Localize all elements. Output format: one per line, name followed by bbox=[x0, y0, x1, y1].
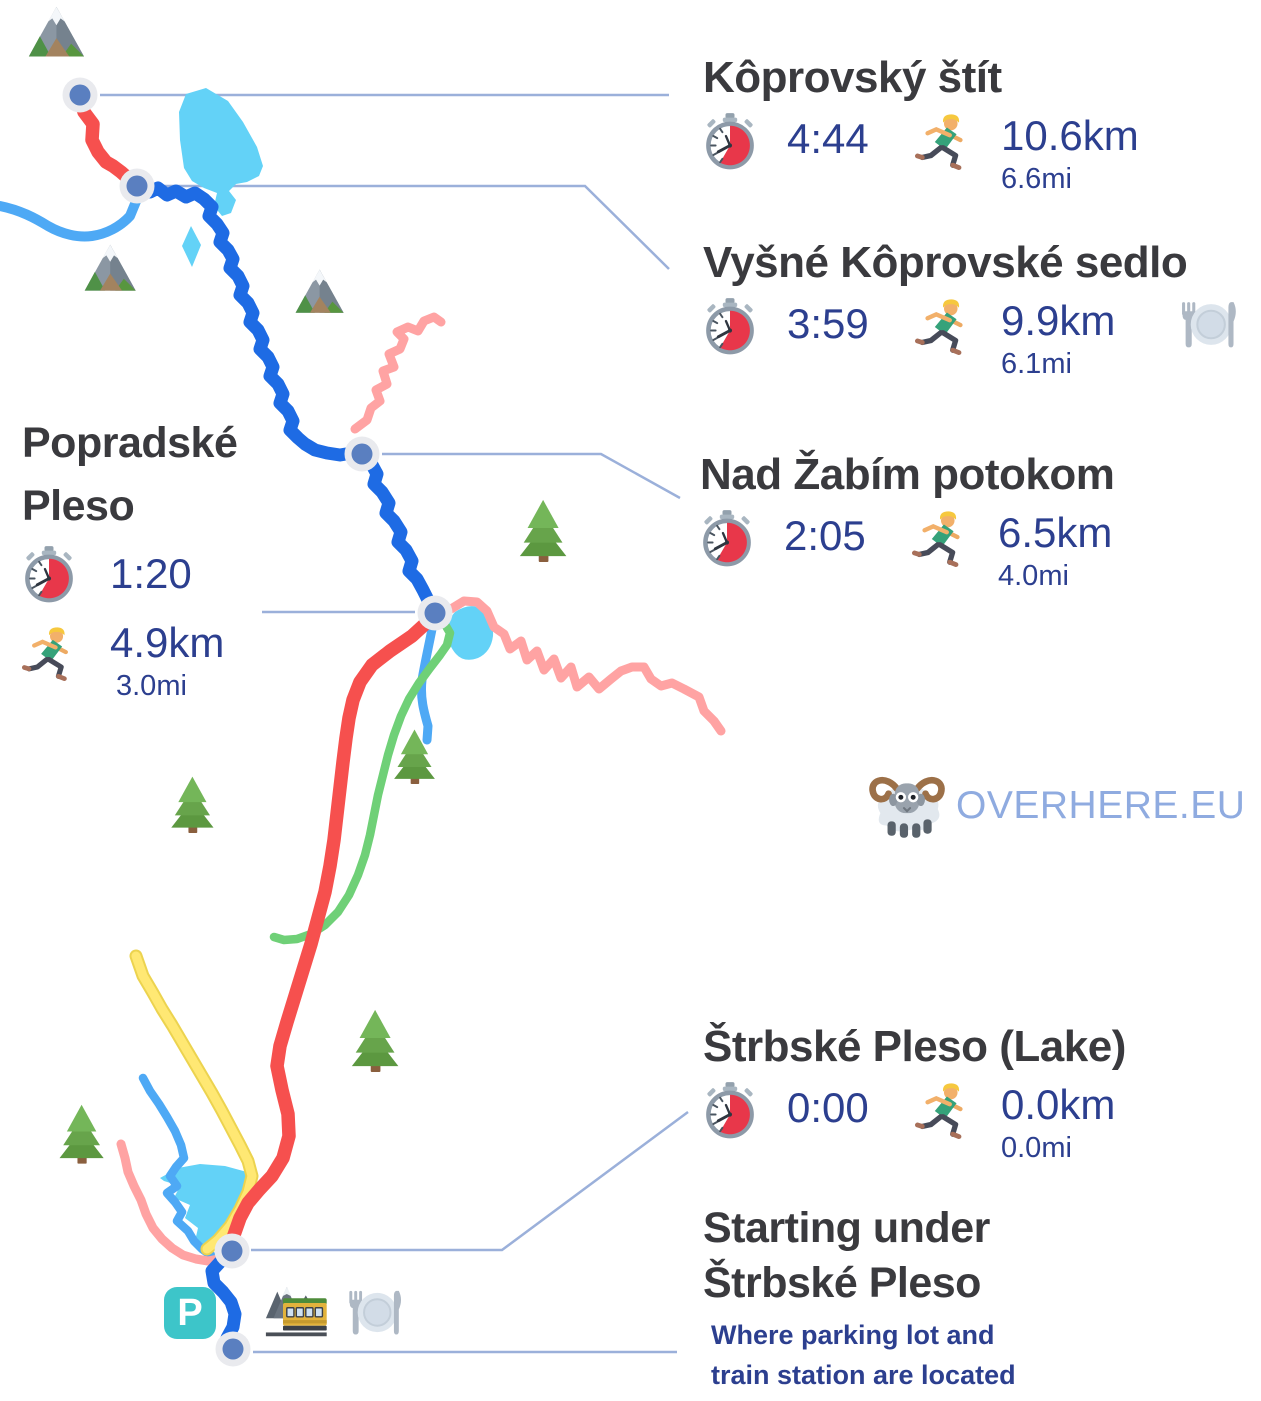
runner-icon bbox=[915, 1080, 973, 1140]
waypoint-title: Kôprovský štít bbox=[703, 53, 1002, 102]
waypoint-marker-strbske-pleso-lake bbox=[214, 1233, 250, 1269]
lake-pond-small bbox=[182, 226, 201, 267]
lake-upper bbox=[179, 88, 263, 216]
waypoint-time: 1:20 bbox=[110, 550, 192, 598]
waypoint-label-popradske-pleso: Popradské Pleso 1:20 4.9km 3.0mi bbox=[22, 412, 238, 704]
mountain-icon bbox=[28, 6, 85, 57]
waypoint-marker-koprovsky-stit bbox=[62, 77, 98, 113]
waypoint-label-koprovsky-stit: Kôprovský štít 4:44 10.6km 6.6mi bbox=[703, 53, 1139, 196]
waypoint-time: 3:59 bbox=[787, 299, 869, 347]
waypoint-time: 2:05 bbox=[784, 511, 866, 559]
stream-lower-left bbox=[138, 1073, 226, 1266]
waypoint-distance-mi: 3.0mi bbox=[116, 670, 187, 703]
waypoint-distance-km: 0.0km bbox=[1001, 1080, 1116, 1128]
waypoint-distance-mi: 6.6mi bbox=[1001, 162, 1072, 195]
waypoint-subtitle-line1: Where parking lot and bbox=[711, 1319, 995, 1350]
brand-logo: OVERHERE.EU bbox=[866, 772, 1245, 840]
waypoint-label-starting-under: Starting under Štrbské Pleso Where parki… bbox=[703, 1196, 1016, 1396]
trail-pink-middle bbox=[446, 596, 726, 736]
trail-pink-lower bbox=[116, 1139, 223, 1266]
waypoint-distance-mi: 0.0mi bbox=[1001, 1131, 1072, 1164]
brand-text: OVERHERE.EU bbox=[956, 784, 1246, 827]
trail-red-main bbox=[225, 608, 442, 1257]
waypoint-marker-popradske-pleso bbox=[417, 595, 453, 631]
restaurant-icon bbox=[1181, 300, 1237, 349]
stream-upper-left bbox=[0, 194, 142, 242]
stopwatch-icon bbox=[703, 1080, 757, 1140]
waypoint-title: Štrbské Pleso (Lake) bbox=[703, 1022, 1126, 1071]
leader-line-strbske-pleso-lake bbox=[251, 1110, 689, 1252]
waypoint-title-line1: Popradské bbox=[22, 419, 238, 467]
waypoint-label-strbske-pleso-lake: Štrbské Pleso (Lake) 0:00 0.0km 0.0mi bbox=[703, 1022, 1126, 1165]
leader-line-nad-zabim-potokom bbox=[382, 452, 681, 500]
lake-popradske bbox=[447, 606, 494, 660]
waypoint-label-vysne-koprovske-sedlo: Vyšné Kôprovské sedlo 3:59 9.9km 6.1mi bbox=[703, 238, 1239, 381]
mountain-icon bbox=[295, 269, 344, 313]
trail-pink-upper bbox=[350, 312, 446, 434]
stopwatch-icon bbox=[703, 111, 757, 171]
waypoint-distance-mi: 4.0mi bbox=[998, 559, 1069, 592]
tree-icon bbox=[59, 1104, 104, 1164]
stopwatch-icon bbox=[22, 544, 76, 604]
parking-icon: P bbox=[164, 1287, 216, 1339]
stopwatch-icon bbox=[700, 508, 754, 568]
tree-icon bbox=[519, 499, 567, 562]
runner-icon bbox=[22, 624, 78, 682]
runner-icon bbox=[915, 296, 973, 356]
mountain-railway-icon bbox=[265, 1286, 328, 1337]
waypoint-title: Vyšné Kôprovské sedlo bbox=[703, 238, 1188, 287]
waypoint-distance-km: 9.9km bbox=[1001, 296, 1116, 344]
mountain-icon bbox=[84, 244, 136, 291]
trail-blue-main bbox=[130, 179, 442, 620]
waypoint-distance-mi: 6.1mi bbox=[1001, 347, 1072, 380]
waypoint-title-line1: Starting under bbox=[703, 1204, 990, 1252]
stopwatch-icon bbox=[703, 296, 757, 356]
waypoint-title: Nad Žabím potokom bbox=[700, 450, 1115, 499]
tree-icon bbox=[351, 1009, 399, 1072]
waypoint-marker-nad-zabim-potokom bbox=[344, 436, 380, 472]
leader-line-vysne-koprovske-sedlo bbox=[154, 184, 670, 270]
waypoint-marker-vysne-koprovske-sedlo bbox=[119, 168, 155, 204]
restaurant-icon bbox=[348, 1289, 403, 1336]
waypoint-title-line2: Štrbské Pleso bbox=[703, 1258, 981, 1307]
waypoint-marker-starting-under bbox=[215, 1331, 251, 1367]
runner-icon bbox=[915, 111, 973, 171]
waypoint-distance-km: 10.6km bbox=[1001, 111, 1139, 159]
waypoint-time: 0:00 bbox=[787, 1083, 869, 1131]
tree-icon bbox=[171, 776, 214, 833]
waypoint-title-line2: Pleso bbox=[22, 482, 135, 531]
waypoint-subtitle-line2: train station are located bbox=[711, 1359, 1016, 1390]
ram-icon bbox=[866, 772, 946, 840]
waypoint-distance-km: 6.5km bbox=[998, 508, 1113, 556]
waypoint-label-nad-zabim-potokom: Nad Žabím potokom 2:05 6.5km 4.0mi bbox=[700, 450, 1115, 593]
waypoint-time: 4:44 bbox=[787, 114, 869, 162]
waypoint-distance-km: 4.9km bbox=[110, 619, 225, 667]
runner-icon bbox=[912, 508, 970, 568]
